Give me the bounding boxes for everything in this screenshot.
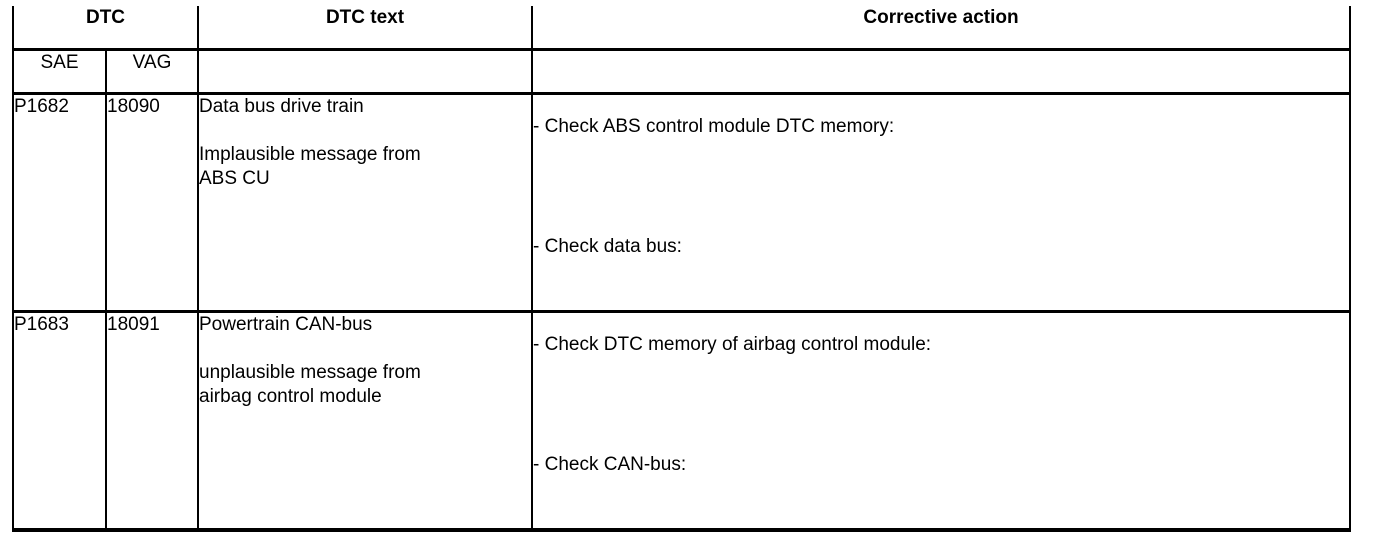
subheader-empty-dtc-text <box>197 48 533 95</box>
subheader-vag: VAG <box>105 48 199 95</box>
table-row: P1683 18091 Powertrain CAN-bus unplausib… <box>12 310 1351 532</box>
dtc-table: DTC DTC text Corrective action SAE VAG P… <box>12 6 1351 532</box>
cell-vag-code: 18091 <box>105 310 199 532</box>
corrective-action-item: - Check ABS control module DTC memory: <box>533 115 895 137</box>
table-row: P1682 18090 Data bus drive train Implaus… <box>12 92 1351 313</box>
header-dtc-text: DTC text <box>197 6 533 51</box>
corrective-action-item: - Check DTC memory of airbag control mod… <box>533 333 932 355</box>
cell-sae-code: P1683 <box>12 310 107 532</box>
subheader-empty-corrective <box>531 48 1351 95</box>
cell-corrective-action: - Check DTC memory of airbag control mod… <box>531 310 1351 532</box>
table-subheader-row: SAE VAG <box>12 48 1351 95</box>
table-header-row: DTC DTC text Corrective action <box>12 6 1351 51</box>
cell-vag-code: 18090 <box>105 92 199 313</box>
header-corrective-action: Corrective action <box>531 6 1351 51</box>
cell-dtc-text: Powertrain CAN-bus unplausible message f… <box>197 310 533 532</box>
corrective-action-item: - Check CAN-bus: <box>533 453 687 475</box>
header-dtc: DTC <box>12 6 199 51</box>
corrective-action-item: - Check data bus: <box>533 235 682 257</box>
cell-dtc-text: Data bus drive train Implausible message… <box>197 92 533 313</box>
subheader-sae: SAE <box>12 48 107 95</box>
cell-corrective-action: - Check ABS control module DTC memory: -… <box>531 92 1351 313</box>
cell-sae-code: P1682 <box>12 92 107 313</box>
